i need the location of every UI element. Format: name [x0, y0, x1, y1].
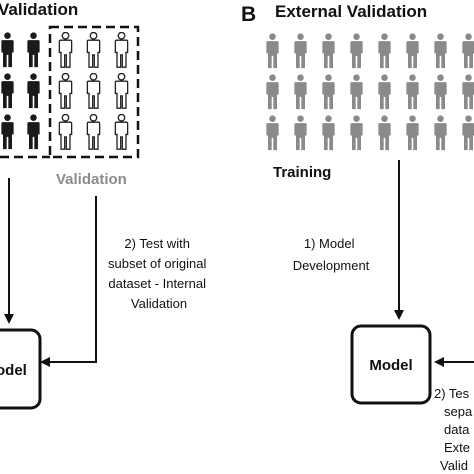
- person-icon: [266, 115, 279, 151]
- person-icon: [294, 74, 307, 110]
- person-icon: [1, 114, 14, 150]
- person-icon: [294, 115, 307, 151]
- person-icon: [86, 32, 101, 68]
- person-icon: [1, 73, 14, 109]
- step2-line: 2) Test with: [124, 236, 190, 251]
- validation-label: Validation: [56, 171, 127, 188]
- external-population: [266, 33, 474, 151]
- person-icon: [350, 74, 363, 110]
- panel-b-training-label: Training: [273, 164, 331, 181]
- panel-a: Validation Validation: [0, 0, 210, 410]
- step2-line: data: [444, 422, 470, 437]
- person-icon: [58, 73, 73, 109]
- step2-line: subset of original: [108, 256, 206, 271]
- person-icon: [378, 33, 391, 69]
- panel-b-step2-text: 2) Tes sepa data Exte Valid: [434, 386, 474, 473]
- person-icon: [322, 115, 335, 151]
- panel-a-model-label: odel: [0, 362, 27, 379]
- person-icon: [86, 114, 101, 150]
- person-icon: [350, 115, 363, 151]
- person-icon: [462, 74, 474, 110]
- panel-b-model-label: Model: [369, 357, 412, 374]
- person-icon: [1, 32, 14, 68]
- step2-line: dataset - Internal: [108, 276, 206, 291]
- person-icon: [378, 115, 391, 151]
- person-icon: [114, 114, 129, 150]
- panel-b-step1-text: 1) Model Development: [293, 236, 370, 273]
- person-icon: [378, 74, 391, 110]
- person-icon: [114, 32, 129, 68]
- panel-b-letter: B: [241, 3, 256, 26]
- panel-a-title: Validation: [0, 0, 78, 19]
- panel-b-title: External Validation: [275, 2, 427, 21]
- person-icon: [462, 33, 474, 69]
- person-icon: [27, 114, 40, 150]
- person-icon: [266, 33, 279, 69]
- training-population: [1, 32, 40, 150]
- person-icon: [27, 73, 40, 109]
- step1-line: Development: [293, 258, 370, 273]
- panel-b: B External Validation Training 1) Model …: [241, 2, 474, 473]
- step2-line: Exte: [444, 440, 470, 455]
- person-icon: [114, 73, 129, 109]
- panel-b-model-box: [350, 324, 432, 405]
- person-icon: [294, 33, 307, 69]
- panel-a-step2-text: 2) Test with subset of original dataset …: [108, 236, 210, 311]
- panel-a-model-box: [0, 328, 42, 410]
- person-icon: [434, 33, 447, 69]
- person-icon: [434, 115, 447, 151]
- person-icon: [406, 74, 419, 110]
- person-icon: [406, 33, 419, 69]
- person-icon: [350, 33, 363, 69]
- person-icon: [462, 115, 474, 151]
- person-icon: [58, 32, 73, 68]
- person-icon: [27, 32, 40, 68]
- person-icon: [322, 74, 335, 110]
- person-icon: [322, 33, 335, 69]
- step2-line: Validation: [131, 296, 187, 311]
- panel-a-validation-arrow: [40, 196, 97, 367]
- validation-subset-population: [58, 32, 129, 150]
- person-icon: [266, 74, 279, 110]
- step2-line: 2) Tes: [434, 386, 470, 401]
- person-icon: [406, 115, 419, 151]
- step2-line: Valid: [440, 458, 468, 473]
- validation-subset-box: [48, 25, 140, 159]
- person-icon: [434, 74, 447, 110]
- step1-line: 1) Model: [304, 236, 355, 251]
- step2-line: sepa: [444, 404, 473, 419]
- person-icon: [58, 114, 73, 150]
- person-icon: [86, 73, 101, 109]
